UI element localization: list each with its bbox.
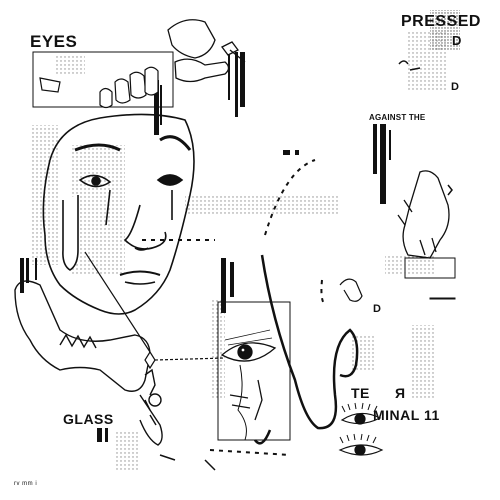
letter-d-lower: D: [373, 303, 382, 315]
title-pressed: PRESSED: [401, 13, 481, 30]
paperclip-icon: [339, 278, 363, 302]
hand-icon: [397, 170, 450, 259]
text-ya: Я: [395, 385, 406, 401]
face-illustration: [42, 113, 195, 315]
title-eyes: EYES: [30, 32, 78, 51]
barcode-icon: [20, 52, 391, 442]
text-te: TE: [351, 385, 370, 401]
letter-d-mid: D: [451, 81, 460, 93]
letter-d-top: D: [452, 33, 462, 48]
text-glass: GLASS: [63, 411, 114, 427]
bone-icon: [167, 19, 246, 83]
text-against-the: AGAINST THE: [369, 113, 426, 122]
finger-marks: [39, 66, 159, 109]
scribble-line: [253, 254, 359, 445]
connector-lines: [84, 251, 226, 370]
halftone-strips: [30, 10, 460, 470]
eye-icon: [220, 329, 277, 441]
text-minal-11: MINAL 11: [373, 407, 440, 423]
eye-icon: [338, 402, 384, 456]
jaw-skull-icon: [14, 280, 163, 446]
small-marks: [159, 60, 453, 471]
footer-mark: rv mm i: [14, 481, 38, 487]
